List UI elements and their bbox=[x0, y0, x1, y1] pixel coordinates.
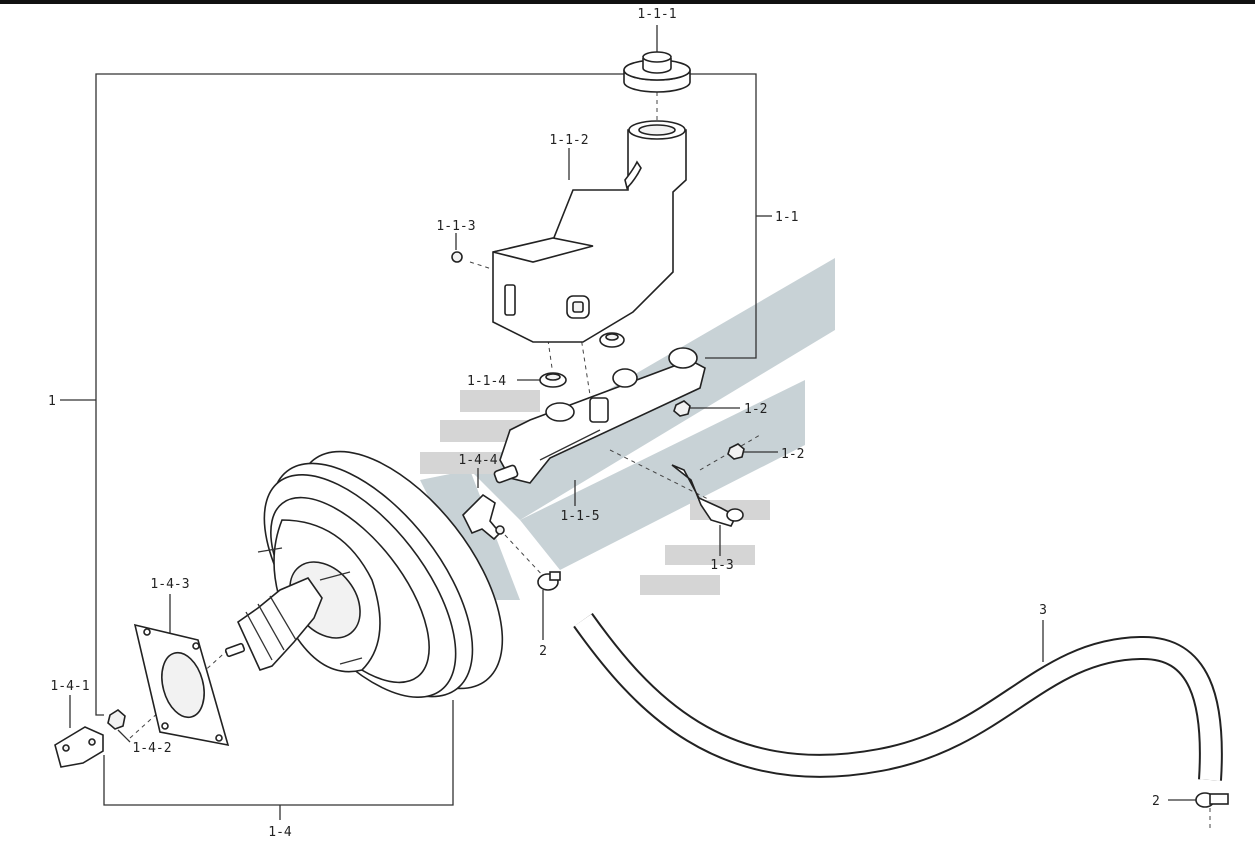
label-2-lower: 2 bbox=[1152, 794, 1160, 809]
label-3: 3 bbox=[1039, 603, 1047, 618]
label-1-4: 1-4 bbox=[268, 825, 292, 840]
vacuum-hose bbox=[573, 613, 1223, 781]
top-border bbox=[0, 0, 1255, 4]
label-1-3: 1-3 bbox=[710, 558, 733, 573]
label-1-2-lower: 1-2 bbox=[781, 447, 804, 462]
clevis bbox=[54, 726, 104, 768]
mounting-nuts bbox=[673, 400, 745, 460]
part-labels: 1-1-1 1-1-2 1-1-3 1-1 1 1-1-4 1-2 1-2 1-… bbox=[48, 7, 1160, 840]
fluid-reservoir bbox=[492, 120, 687, 343]
grommets bbox=[539, 332, 625, 388]
nut bbox=[107, 709, 126, 730]
label-1: 1 bbox=[48, 394, 56, 409]
master-cylinder bbox=[493, 347, 706, 484]
hose-clip-lower bbox=[1195, 792, 1229, 808]
label-1-1-2: 1-1-2 bbox=[549, 133, 588, 148]
label-2-upper: 2 bbox=[539, 644, 547, 659]
label-1-1-4: 1-1-4 bbox=[467, 374, 506, 389]
label-1-2-upper: 1-2 bbox=[744, 402, 767, 417]
label-1-4-4: 1-4-4 bbox=[458, 453, 497, 468]
screw bbox=[451, 251, 463, 263]
label-1-1-3: 1-1-3 bbox=[436, 219, 475, 234]
gasket bbox=[133, 623, 230, 747]
label-1-1-1: 1-1-1 bbox=[637, 7, 676, 22]
leader-lines bbox=[69, 25, 1200, 801]
assembly-brackets bbox=[60, 73, 772, 820]
hose-clip-upper bbox=[537, 571, 561, 591]
hose-bracket bbox=[671, 464, 744, 527]
reservoir-cap bbox=[623, 51, 691, 93]
label-1-4-2: 1-4-2 bbox=[132, 741, 171, 756]
label-1-1: 1-1 bbox=[775, 210, 798, 225]
check-valve bbox=[462, 493, 505, 541]
brake-booster bbox=[224, 450, 504, 699]
label-1-1-5: 1-1-5 bbox=[560, 509, 599, 524]
label-1-4-1: 1-4-1 bbox=[50, 679, 89, 694]
label-1-4-3: 1-4-3 bbox=[150, 577, 189, 592]
